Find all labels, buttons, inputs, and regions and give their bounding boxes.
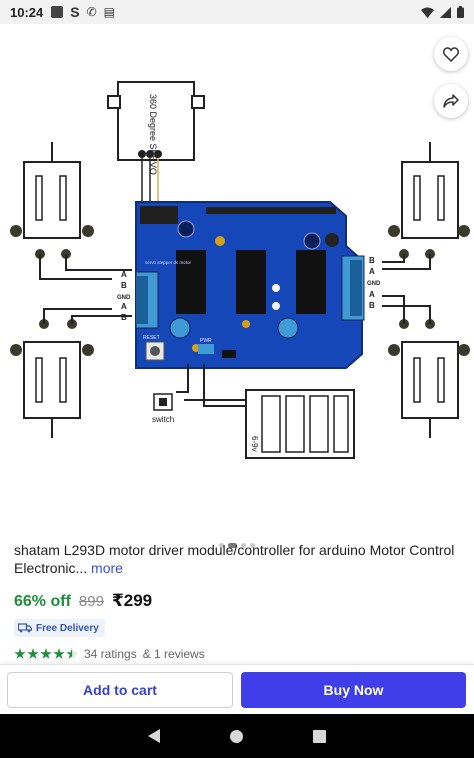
label-b-left-top: B <box>121 281 127 290</box>
dc-motor-bottom-right <box>382 295 470 438</box>
star-icon <box>27 648 39 659</box>
product-image[interactable]: 360 Degree SERVO <box>0 24 474 524</box>
delivery-truck-icon <box>18 623 32 633</box>
back-icon[interactable] <box>148 729 160 743</box>
product-title-block: shatam L293D motor driver module/control… <box>14 541 464 577</box>
add-to-cart-button[interactable]: Add to cart <box>7 672 233 708</box>
carousel-dot <box>250 543 255 548</box>
wifi-icon <box>421 7 434 18</box>
label-battery: 6-9v <box>250 436 259 452</box>
share-button[interactable] <box>434 84 468 118</box>
free-delivery-badge: Free Delivery <box>14 619 105 637</box>
rating-row[interactable]: 34 ratings & 1 reviews <box>14 647 205 661</box>
motor-shield-board: RESET PWR servo stepper dc motor <box>135 201 365 369</box>
signal-icon <box>440 6 451 18</box>
label-a-right-bottom: A <box>369 290 375 299</box>
battery-icon <box>457 6 464 18</box>
board-sub-label: servo stepper dc motor <box>145 260 192 265</box>
label-b-right-top: B <box>369 256 375 265</box>
star-icon <box>53 648 65 659</box>
calendar-icon: ▤ <box>103 5 115 19</box>
home-icon[interactable] <box>230 729 243 743</box>
status-bar: 10:24 S ✆ ▤ <box>0 0 474 24</box>
servo-motor: 360 Degree SERVO <box>107 81 205 212</box>
carousel-dot-active <box>228 543 237 548</box>
terminal-labels-right: B A GND A B <box>367 256 381 310</box>
phone-icon: ✆ <box>86 5 97 19</box>
dc-motor-top-right <box>382 142 470 270</box>
label-b-right-bottom: B <box>369 301 375 310</box>
carousel-dot <box>219 543 224 548</box>
action-bar: Add to cart Buy Now <box>0 664 474 714</box>
buy-now-button[interactable]: Buy Now <box>241 672 466 708</box>
status-right-icons <box>421 6 464 18</box>
selling-price: ₹299 <box>111 591 153 610</box>
label-a-left-top: A <box>121 270 127 279</box>
label-switch: switch <box>152 415 174 424</box>
dc-motor-bottom-left <box>10 308 132 438</box>
switch-and-battery: switch 6-9v <box>152 364 355 459</box>
share-icon <box>443 94 459 108</box>
star-rating <box>14 648 78 660</box>
half-star-icon <box>66 648 78 659</box>
label-power: PWR <box>200 338 212 344</box>
heart-icon <box>443 46 459 62</box>
more-link[interactable]: more <box>91 560 123 576</box>
product-title: shatam L293D motor driver module/control… <box>14 542 455 576</box>
dc-motor-top-left <box>10 142 132 280</box>
system-navigation-bar <box>0 714 474 758</box>
label-reset: RESET <box>143 335 160 341</box>
discount-percent: 66% off <box>14 593 71 610</box>
wishlist-button[interactable] <box>434 37 468 71</box>
star-icon <box>14 648 26 659</box>
carousel-dot <box>241 543 246 548</box>
original-price: 899 <box>78 593 104 610</box>
reviews-count: & 1 reviews <box>142 647 205 661</box>
status-time: 10:24 <box>10 4 44 20</box>
label-b-left-bottom: B <box>121 313 127 322</box>
price-row: 66% off 899 ₹299 <box>14 591 152 611</box>
ratings-count: 34 ratings <box>84 647 137 661</box>
servo-label: 360 Degree SERVO <box>148 94 158 175</box>
label-a-left-bottom: A <box>121 302 127 311</box>
recent-apps-icon[interactable] <box>313 729 326 743</box>
free-delivery-text: Free Delivery <box>36 622 99 634</box>
star-icon <box>40 648 52 659</box>
product-image-area[interactable]: 360 Degree SERVO <box>0 24 474 548</box>
status-left-icons: S ✆ ▤ <box>51 4 115 20</box>
label-a-right-top: A <box>369 267 375 276</box>
app-square-icon <box>51 6 64 18</box>
terminal-labels-left: A B GND A B <box>117 270 131 322</box>
s-icon: S <box>70 4 80 20</box>
label-gnd-right: GND <box>367 281 381 287</box>
label-gnd-left: GND <box>117 295 131 301</box>
carousel-indicator <box>0 543 474 548</box>
